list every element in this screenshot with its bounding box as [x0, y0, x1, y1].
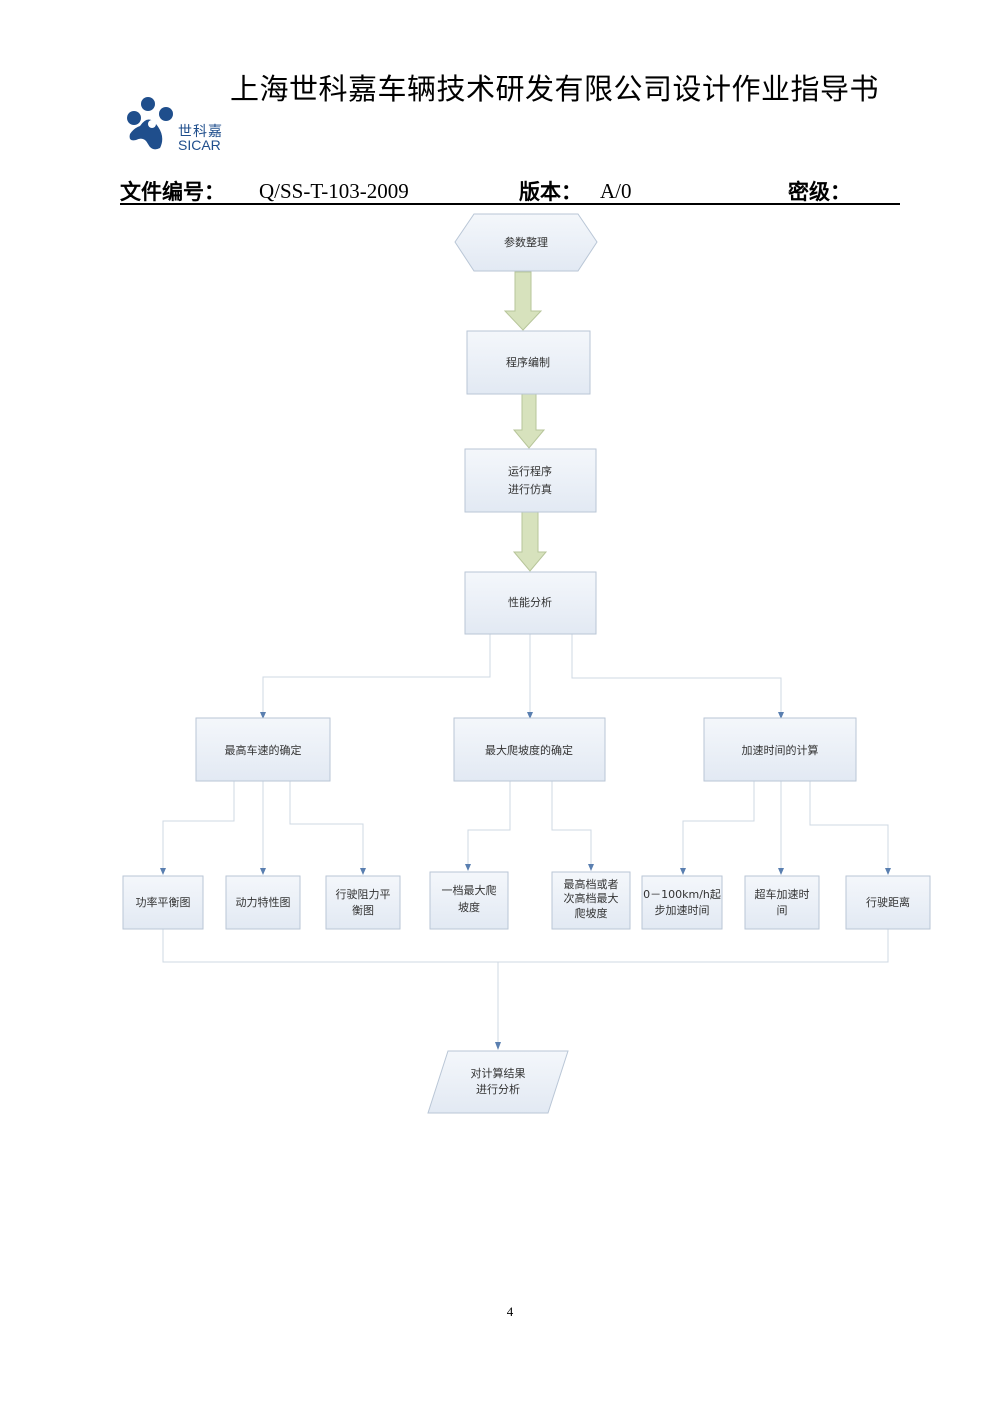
doc-number-label: 文件编号： — [120, 180, 225, 204]
svg-text:步加速时间: 步加速时间 — [655, 904, 710, 917]
flow-step-programming: 程序编制 — [466, 330, 591, 395]
page-number: 4 — [506, 1304, 514, 1319]
svg-text:次高档最大: 次高档最大 — [564, 891, 619, 905]
version-value: A/0 — [600, 179, 632, 203]
branch-max-speed: 最高车速的确定 — [195, 717, 331, 782]
sicar-logo — [126, 96, 176, 152]
sicar-logo-icon — [127, 97, 173, 150]
doc-number-value: Q/SS-T-103-2009 — [259, 179, 409, 203]
svg-text:加速时间的计算: 加速时间的计算 — [742, 743, 819, 757]
leaf-power-balance: 功率平衡图 — [122, 875, 204, 930]
header-rule — [120, 203, 900, 205]
svg-text:性能分析: 性能分析 — [508, 595, 552, 609]
svg-text:0－100km/h起: 0－100km/h起 — [643, 888, 721, 901]
svg-text:间: 间 — [777, 904, 788, 917]
leaf-dynamic-characteristics: 动力特性图 — [225, 875, 301, 930]
flow-step-simulation: 运行程序 进行仿真 — [464, 448, 597, 513]
svg-text:最高档或者: 最高档或者 — [564, 877, 619, 891]
flow-step-param-sorting: 参数整理 — [454, 213, 598, 272]
leaf-top-gear-gradeability: 最高档或者 次高档最大 爬坡度 — [551, 871, 631, 930]
svg-text:行驶阻力平: 行驶阻力平 — [336, 887, 391, 901]
connectors-merge — [162, 929, 889, 1044]
flow-step-result-analysis: 对计算结果 进行分析 — [427, 1050, 569, 1114]
secret-level-label: 密级： — [788, 180, 851, 204]
leaf-0-100-acceleration: 0－100km/h起 步加速时间 — [641, 875, 723, 930]
svg-text:进行分析: 进行分析 — [476, 1082, 520, 1096]
branch-acceleration-time: 加速时间的计算 — [703, 717, 857, 782]
connectors-level2 — [162, 781, 889, 870]
svg-text:行驶距离: 行驶距离 — [866, 895, 910, 909]
leaf-overtaking-acceleration: 超车加速时 间 — [744, 875, 820, 930]
svg-text:一档最大爬: 一档最大爬 — [442, 883, 497, 897]
version-label: 版本： — [519, 180, 582, 204]
block-arrow-1 — [503, 271, 543, 331]
block-arrow-3 — [512, 511, 548, 572]
svg-text:对计算结果: 对计算结果 — [471, 1066, 526, 1080]
svg-text:程序编制: 程序编制 — [506, 355, 550, 369]
branch-max-gradeability: 最大爬坡度的确定 — [453, 717, 606, 782]
arrowheads — [160, 712, 891, 1050]
svg-text:坡度: 坡度 — [458, 900, 480, 914]
document-title: 上海世科嘉车辆技术研发有限公司设计作业指导书 — [230, 72, 880, 106]
svg-text:最大爬坡度的确定: 最大爬坡度的确定 — [485, 743, 573, 757]
svg-text:超车加速时: 超车加速时 — [755, 887, 810, 901]
svg-text:功率平衡图: 功率平衡图 — [136, 895, 191, 909]
connectors-level1 — [262, 634, 782, 714]
flow-step-performance-analysis: 性能分析 — [464, 571, 597, 635]
svg-text:运行程序: 运行程序 — [508, 464, 552, 478]
svg-text:动力特性图: 动力特性图 — [236, 895, 291, 909]
svg-text:最高车速的确定: 最高车速的确定 — [225, 743, 302, 757]
logo-text-cn: 世科嘉 — [178, 124, 223, 140]
svg-text:衡图: 衡图 — [352, 904, 374, 917]
leaf-resistance-balance: 行驶阻力平 衡图 — [325, 875, 401, 930]
leaf-first-gear-gradeability: 一档最大爬 坡度 — [429, 871, 509, 930]
svg-text:进行仿真: 进行仿真 — [508, 482, 552, 496]
logo-text-en: SICAR — [178, 137, 221, 153]
block-arrow-2 — [512, 393, 546, 449]
svg-text:爬坡度: 爬坡度 — [575, 906, 608, 920]
leaf-travel-distance: 行驶距离 — [845, 875, 931, 930]
svg-text:参数整理: 参数整理 — [504, 235, 548, 249]
